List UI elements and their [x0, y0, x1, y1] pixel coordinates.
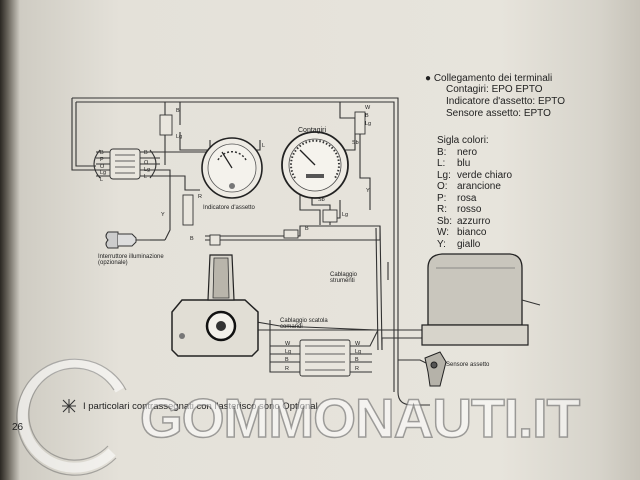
optional-parts-note: I particolari contrassegnati con l'aster… [83, 401, 318, 412]
wire-code: Sb [352, 140, 359, 146]
wire-code: R [355, 366, 359, 372]
wire-code: B [190, 236, 194, 242]
legend-lines: Contagiri: EPO EPTO Indicatore d'assetto… [446, 84, 565, 120]
color-item: W:bianco [437, 227, 487, 238]
terminal-connection-legend: ● Collegamento dei terminali [425, 73, 552, 84]
wire-code: W [285, 341, 291, 347]
legend-line: Sensore assetto: EPTO [446, 108, 551, 119]
wire-code: B [285, 357, 289, 363]
outboard-motor [421, 253, 541, 346]
page-number: 26 [12, 422, 24, 433]
control-box-harness-label: Cablaggio scatola comandi [280, 318, 328, 330]
wire-code: Lg [176, 134, 183, 140]
trim-sensor-label: Sensore assetto [446, 362, 490, 368]
wire-code: W [365, 105, 371, 111]
wire-code: Lg [355, 349, 362, 355]
wire-code: Sb [318, 197, 325, 203]
color-item: O:arancione [437, 181, 501, 192]
trim-indicator-gauge [201, 137, 263, 199]
watermark-logo-ring [17, 358, 125, 473]
color-item: Lg:verde chiaro [437, 169, 513, 181]
wire-code: O [144, 160, 149, 166]
bullet-icon: ● [425, 73, 432, 84]
illumination-switch [105, 231, 150, 249]
color-codes-title: Sigla colori: [437, 135, 489, 146]
trim-sensor [424, 351, 447, 387]
color-item: L:blu [437, 158, 471, 169]
wire-code: R [198, 194, 202, 200]
legend-line: Indicatore d'assetto: EPTO [446, 96, 566, 107]
wire-code: Lg [285, 349, 292, 355]
wire-code: Lg [342, 212, 349, 218]
tachometer-gauge [281, 131, 349, 199]
wire-code: B [100, 150, 104, 156]
wire-code: B [176, 108, 180, 114]
legend-title: Collegamento dei terminali [433, 73, 553, 84]
watermark-text: GOMMONAUTI.IT [139, 386, 581, 450]
asterisk-symbol [62, 399, 76, 413]
left-connector [109, 148, 141, 180]
wire-code: Lg [100, 170, 107, 176]
wire-code: B [365, 113, 369, 119]
wire-code: B [305, 226, 309, 232]
remote-control-box [171, 254, 259, 357]
wire-code: Lg [365, 121, 372, 127]
wire-code: O [100, 164, 105, 170]
wire-code: L [100, 177, 104, 183]
wire-code: W [355, 341, 361, 347]
switch-label: Interruttore illuminazione (opzionale) [98, 254, 164, 266]
color-item: Y:giallo [437, 238, 481, 250]
instrument-harness-label: Cablaggio strumenti [330, 272, 358, 284]
main-harness-wire [72, 97, 430, 406]
color-item: P:rosa [437, 192, 477, 204]
wire-code: L [144, 174, 148, 180]
trim-indicator-label: Indicatore d'assetto [203, 205, 255, 211]
color-codes: Sigla colori: B:nero L:blu Lg:verde chia… [437, 135, 512, 250]
wire-code: L [262, 143, 266, 149]
color-item: R:rosso [437, 204, 482, 215]
box-connector [299, 339, 351, 377]
wire-code: R [285, 366, 289, 372]
color-item: B:nero [437, 146, 478, 158]
wire-code: Y [366, 188, 370, 194]
wire-code: B [355, 357, 359, 363]
legend-line: Contagiri: EPO EPTO [446, 84, 543, 95]
wire-code: B [144, 150, 148, 156]
wire-code: Lg [144, 167, 151, 173]
tachometer-label: Contagiri [298, 127, 327, 134]
color-item: Sb:azzurro [437, 215, 491, 227]
wire-code: Y [161, 212, 165, 218]
wire-code: P [100, 157, 104, 163]
